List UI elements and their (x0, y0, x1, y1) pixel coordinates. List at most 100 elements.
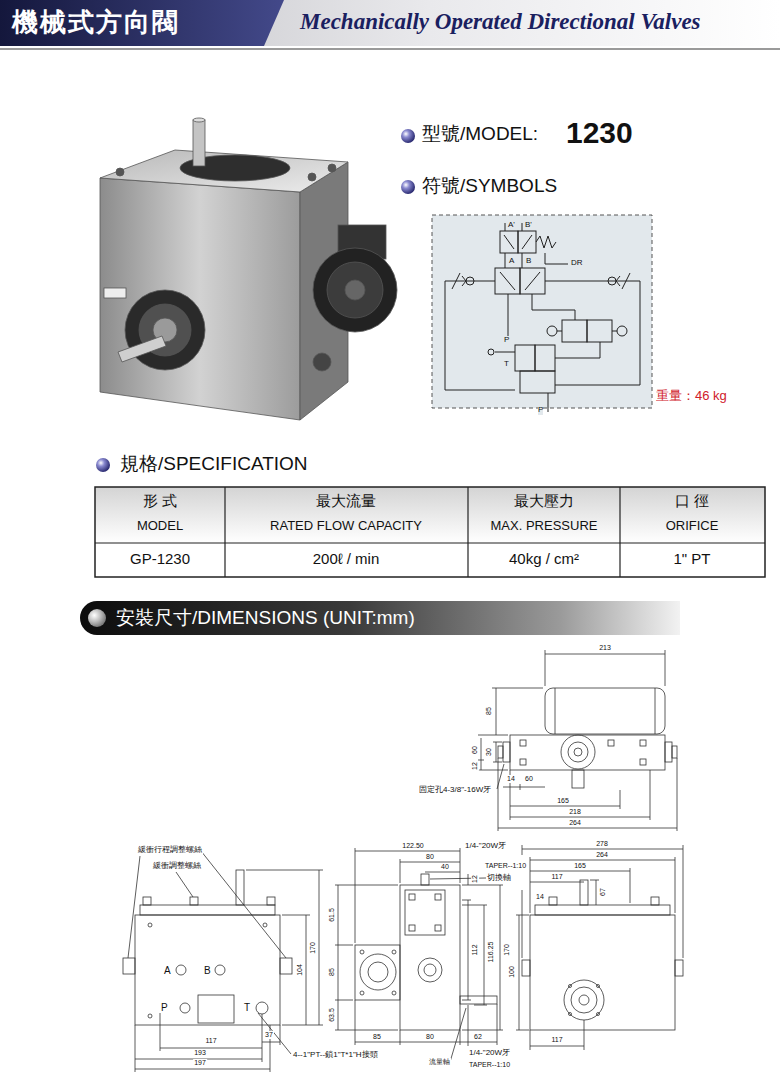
rect-shape (549, 897, 557, 905)
dimension-label: 85 (372, 1033, 382, 1041)
line-shape (665, 650, 666, 686)
dimension-label: 60 (471, 745, 479, 755)
line-shape (462, 1000, 471, 1001)
ellipse-shape (193, 118, 205, 122)
dimension-label: 60 (524, 775, 534, 783)
rect-shape (580, 880, 588, 905)
rect-shape (510, 735, 665, 770)
circle-shape (180, 1003, 190, 1013)
dimension-label: 112 (471, 943, 479, 956)
table-cell: MODEL (137, 519, 183, 533)
line-shape (400, 862, 460, 863)
dimension-label: 12 (471, 874, 479, 884)
polyline-shape (545, 281, 640, 385)
circle-shape (360, 991, 364, 995)
line-shape (530, 1046, 584, 1047)
rect-shape (545, 688, 665, 734)
dimension-label: T (243, 1002, 251, 1013)
line-shape (460, 1030, 461, 1045)
dimension-label: 40 (440, 863, 450, 871)
line-shape (650, 770, 651, 820)
rect-shape (280, 958, 292, 974)
line-shape (135, 1069, 270, 1070)
line-shape (355, 848, 356, 943)
table-cell: GP-1230 (130, 551, 190, 568)
line-shape (516, 1030, 529, 1031)
port-label: P (504, 336, 509, 345)
rect-shape (421, 874, 429, 885)
rect-shape (355, 945, 400, 1000)
line-shape (510, 806, 620, 807)
circle-shape (345, 280, 365, 300)
rect-shape (0, 0, 780, 46)
rect-shape (520, 268, 545, 294)
rect-shape (572, 770, 584, 788)
polyline-shape (616, 276, 620, 286)
circle-shape (418, 958, 442, 982)
rect-shape (535, 345, 555, 371)
line-shape (462, 905, 487, 906)
dimension-label: 122.50 (401, 842, 424, 850)
line-shape (510, 817, 650, 818)
dimension-label: 117 (550, 873, 563, 881)
polyline-shape (555, 342, 600, 358)
line-shape (498, 758, 499, 831)
dimension-label: 4--1"PT--鎖1"T*1"H接頭 (292, 1051, 379, 1060)
line-shape (590, 880, 599, 881)
weight-note: 重量：46 kg (656, 389, 727, 403)
line-shape (522, 223, 523, 231)
line-shape (522, 890, 523, 958)
line-shape (520, 784, 521, 790)
line-shape (545, 650, 546, 686)
dimension-label: 85 (328, 967, 336, 977)
dimension-label: 切換軸 (486, 874, 512, 883)
line-shape (596, 880, 597, 905)
circle-shape (368, 962, 388, 982)
circle-shape (547, 326, 557, 336)
circle-shape (308, 173, 316, 181)
line-shape (500, 885, 501, 1030)
line-shape (478, 735, 508, 736)
line-shape (545, 654, 665, 655)
circle-shape (569, 1013, 572, 1016)
line-shape (481, 738, 482, 770)
table-cell: 形 式 (143, 493, 177, 510)
line-shape (262, 1014, 263, 1062)
g-shape (445, 223, 640, 412)
table-cell: 最大流量 (316, 493, 376, 510)
line-shape (683, 845, 684, 958)
circle-shape (96, 458, 110, 472)
dimension-label: 278 (595, 840, 609, 848)
g-shape (100, 118, 397, 420)
dimension-label: 67 (599, 887, 607, 897)
table-cell: 口 徑 (675, 493, 709, 510)
rect-shape (520, 759, 526, 765)
circle-shape (360, 954, 396, 990)
rect-shape (522, 960, 530, 976)
dimension-label: TAPER--1:10 (468, 1061, 511, 1069)
rect-shape (562, 320, 587, 342)
dimension-label: 流量軸 (428, 1058, 451, 1066)
line-shape (160, 1048, 262, 1049)
table-cell: 最大壓力 (514, 493, 574, 510)
line-shape (519, 915, 520, 1030)
dimension-label: 37 (264, 1031, 274, 1039)
dimension-label: TAPER--1:10 (484, 862, 527, 870)
dimension-label: 197 (193, 1059, 207, 1067)
line-shape (530, 882, 584, 883)
circle-shape (401, 180, 415, 194)
section-bar: 安裝尺寸/DIMENSIONS (UNIT:mm) (80, 601, 680, 635)
line-shape (619, 487, 620, 577)
table-cell: ORIFICE (666, 519, 719, 533)
line-shape (503, 787, 545, 788)
circle-shape (313, 353, 331, 371)
circle-shape (564, 980, 604, 1020)
rect-shape (520, 371, 555, 393)
polygon-shape (0, 0, 284, 46)
dimension-label: 193 (193, 1049, 207, 1057)
section-heading: 規格/SPECIFICATION (120, 454, 308, 475)
subtitle: Mechanically Operated Directional Valves (300, 9, 701, 34)
line-shape (478, 770, 508, 771)
table-cell: MAX. PRESSURE (491, 519, 598, 533)
polygon-shape (118, 336, 166, 362)
